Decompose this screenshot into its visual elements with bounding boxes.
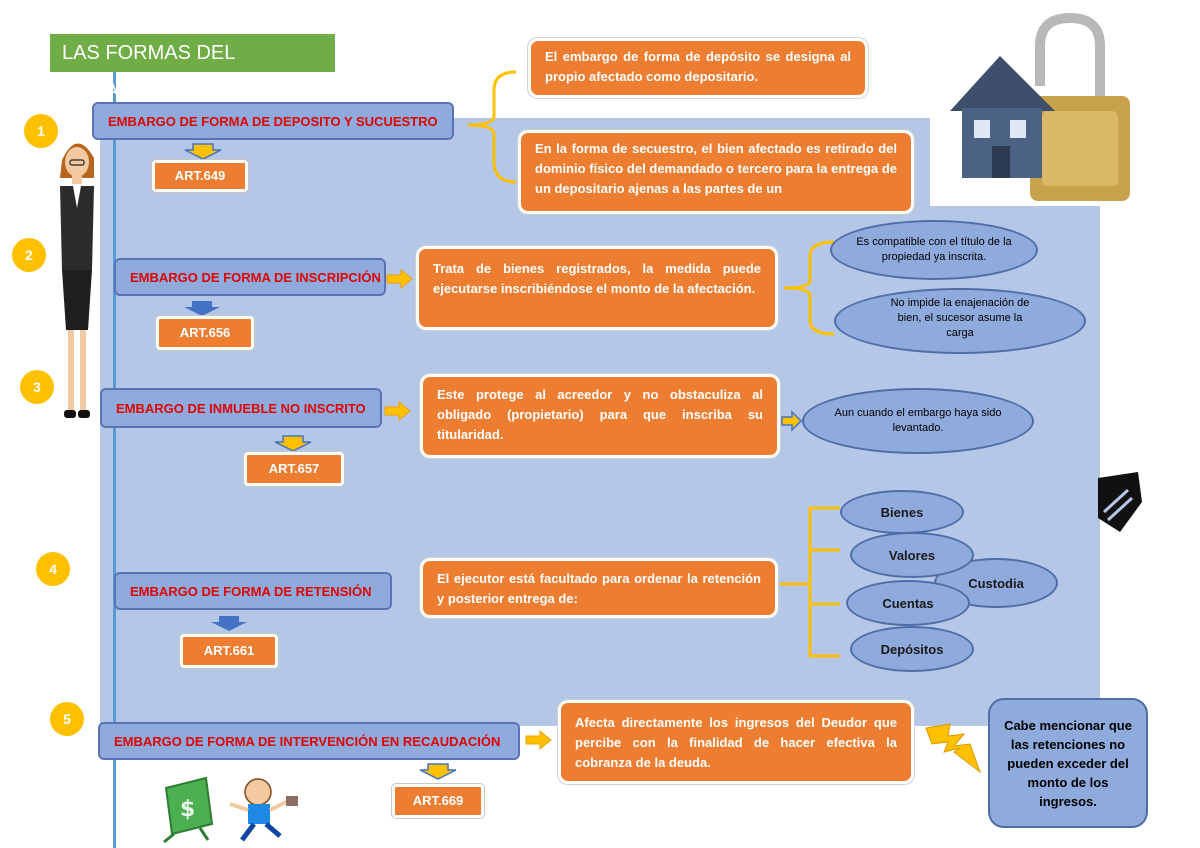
brace-connector [780,506,840,658]
timeline-line [113,60,116,848]
note-deposito: El embargo de forma de depósito se desig… [527,37,869,99]
article-label-669: ART.669 [391,783,485,819]
step-number-2: 2 [12,238,46,272]
bubble-bienes: Bienes [840,490,964,534]
woman-figure-icon [60,143,94,418]
step-number-1: 1 [24,114,58,148]
bubble-compatible: Es compatible con el título de la propie… [830,220,1038,280]
step-number-3: 3 [20,370,54,404]
bubble-no-impide: No impide la enajenación de bien, el suc… [834,288,1086,354]
arrow-right-icon [525,729,552,751]
section-heading-no-inscrito: EMBARGO DE INMUEBLE NO INSCRITO [100,388,382,428]
lock-house-icon [930,12,1135,206]
section-heading-retension: EMBARGO DE FORMA DE RETENSIÓN [114,572,392,610]
article-label-649: ART.649 [151,159,249,193]
arrow-down-icon [184,143,222,160]
brace-connector [783,240,835,336]
arrow-right-icon [781,410,803,432]
arrow-down-icon [274,435,312,452]
article-label-661: ART.661 [179,633,279,669]
bubble-cuentas: Cuentas [846,580,970,626]
money-runner-icon: $ [150,770,330,844]
arrow-right-icon [384,400,411,422]
bubble-depositos: Depósitos [850,626,974,672]
page-title: LAS FORMAS DEL EMBARGO [50,34,335,102]
arrow-down-icon [184,301,220,316]
svg-text:$: $ [180,797,195,822]
dark-shield-icon [1098,472,1142,532]
arrow-down-icon [211,616,247,631]
note-secuestro: En la forma de secuestro, el bien afecta… [517,129,915,215]
bubble-valores: Valores [850,532,974,578]
section-heading-intervencion: EMBARGO DE FORMA DE INTERVENCIÓN EN RECA… [98,722,520,760]
section-heading-inscripcion: EMBARGO DE FORMA DE INSCRIPCIÓN [114,258,386,296]
lightning-icon [925,723,982,774]
step-number-5: 5 [50,702,84,736]
bubble-levantado: Aun cuando el embargo haya sido levantad… [802,388,1034,454]
arrow-down-icon [419,763,457,780]
side-note: Cabe mencionar que las retenciones no pu… [988,698,1148,828]
brace-connector [467,70,517,184]
step-number-4: 4 [36,552,70,586]
description-retension: El ejecutor está facultado para ordenar … [419,557,779,619]
article-label-656: ART.656 [155,315,255,351]
article-label-657: ART.657 [243,451,345,487]
arrow-right-icon [386,268,413,290]
description-intervencion: Afecta directamente los ingresos del Deu… [557,699,915,785]
description-inscripcion: Trata de bienes registrados, la medida p… [415,245,779,331]
description-no-inscrito: Este protege al acreedor y no obstaculiz… [419,373,781,459]
section-heading-deposito: EMBARGO DE FORMA DE DEPOSITO Y SUCUESTRO [92,102,454,140]
